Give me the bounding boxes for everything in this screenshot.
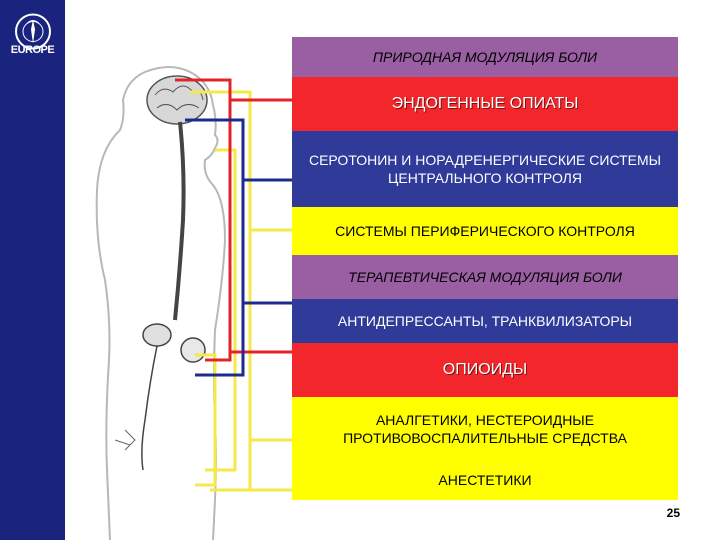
nerve-plexus: [180, 337, 206, 363]
page-number: 25: [666, 506, 680, 520]
brain: [146, 75, 208, 125]
band-therapeutic-modulation: ТЕРАПЕВТИЧЕСКАЯ МОДУЛЯЦИЯ БОЛИ: [292, 255, 678, 299]
logo-text: EUROPE: [10, 44, 55, 56]
organization-logo: [15, 13, 51, 50]
band-endogenous-opiates: ЭНДОГЕННЫЕ ОПИАТЫ: [292, 77, 678, 131]
body-nervous-system-illustration: [95, 66, 292, 540]
spinal-cord: [173, 121, 186, 321]
band-antidepressants: АНТИДЕПРЕССАНТЫ, ТРАНКВИЛИЗАТОРЫ: [292, 299, 678, 343]
ganglion: [142, 323, 172, 347]
band-peripheral-control: СИСТЕМЫ ПЕРИФЕРИЧЕСКОГО КОНТРОЛЯ: [292, 207, 678, 255]
band-opioids: ОПИОИДЫ: [292, 343, 678, 397]
band-natural-modulation: ПРИРОДНАЯ МОДУЛЯЦИЯ БОЛИ: [292, 37, 678, 77]
sidebar: EUROPE: [0, 0, 65, 540]
band-analgesics: АНАЛГЕТИКИ, НЕСТЕРОИДНЫЕ ПРОТИВОВОСПАЛИТ…: [292, 397, 678, 460]
band-serotonin-systems: СЕРОТОНИН И НОРАДРЕНЕРГИЧЕСКИЕ СИСТЕМЫ Ц…: [292, 131, 678, 207]
band-anesthetics: АНЕСТЕТИКИ: [292, 460, 678, 500]
